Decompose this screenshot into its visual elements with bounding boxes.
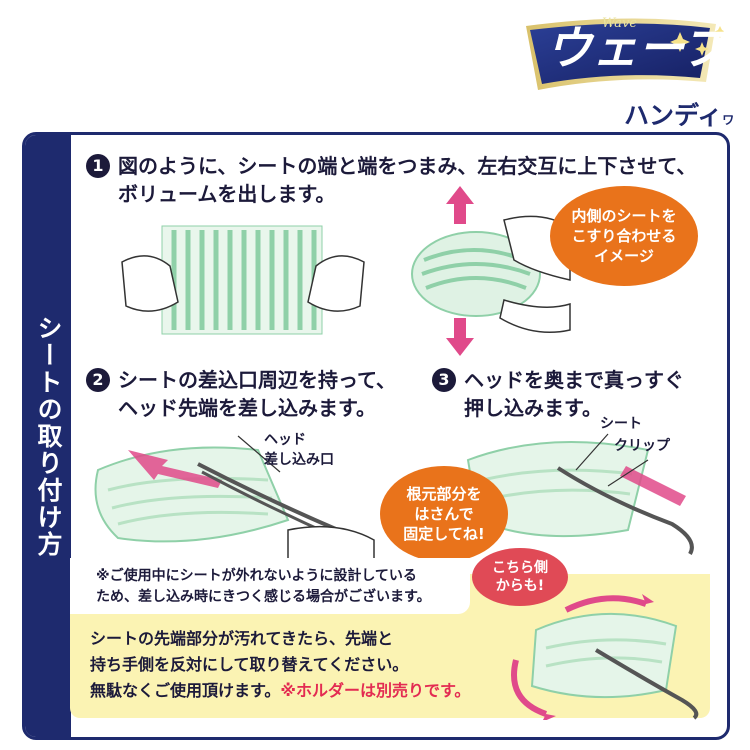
step-3-text-1: ヘッドを奥まで真っすぐ — [464, 368, 684, 392]
push-head-illustration — [466, 433, 694, 555]
usage-note-line-2: ため、差し込み時にきつく感じる場合がございます。 — [96, 589, 431, 605]
brand-logo: Wave ウェーブ ハンディワイパー — [520, 12, 740, 158]
reverse-sheet-illustration — [511, 594, 699, 720]
clip-tip-bubble: 根元部分を はさんで 固定してね! — [380, 466, 508, 562]
step-1: 1 図のように、シートの端と端をつまみ、左右交互に上下させて、 ボリュームを出しま… — [86, 152, 696, 208]
step-2: 2 シートの差込口周辺を持って、 ヘッド先端を差し込みます。 — [86, 366, 396, 422]
step-3-line-1: 3 ヘッドを奥まで真っすぐ — [432, 366, 684, 394]
step-3-number: 3 — [432, 368, 456, 392]
clip-label: クリップ — [614, 438, 670, 454]
logo-wave-text: Wave — [602, 16, 638, 31]
other-side-line-2: からも! — [495, 578, 545, 594]
holder-warning: ※ホルダーは別売りです。 — [280, 681, 471, 700]
logo-brand-name: ウェーブ — [546, 21, 728, 75]
sheet-held-illustration — [121, 225, 365, 335]
note-background — [70, 558, 470, 614]
tip-text: シートの先端部分が汚れてきたら、先端と 持ち手側を反対にして取り替えてください。… — [90, 626, 470, 704]
step-2-line-1: 2 シートの差込口周辺を持って、 — [86, 366, 396, 394]
step-3-line-2: 押し込みます。 — [464, 396, 602, 420]
clip-tip-line-3: 固定してね! — [403, 525, 485, 543]
tip-line-1: シートの先端部分が汚れてきたら、先端と — [90, 629, 394, 648]
usage-note: ※ご使用中にシートが外れないように設計している ため、差し込み時にきつく感じる場… — [96, 566, 431, 608]
other-side-line-1: こちら側 — [492, 560, 548, 576]
clip-tip-line-2: はさんで — [414, 505, 474, 523]
rub-tip-line-3: イメージ — [594, 247, 654, 265]
logo-banner-shape — [526, 18, 726, 90]
step-1-line-1: 1 図のように、シートの端と端をつまみ、左右交互に上下させて、 — [86, 152, 696, 180]
logo-product-main: ハンディ — [624, 101, 723, 130]
side-title: シートの取り付け方 — [34, 315, 63, 558]
usage-note-line-1: ※ご使用中にシートが外れないように設計している — [96, 568, 417, 584]
rub-tip-bubble: 内側のシートを こすり合わせる イメージ — [550, 186, 698, 286]
rub-tip-line-2: こすり合わせる — [571, 227, 677, 245]
step-2-text-1: シートの差込口周辺を持って、 — [118, 368, 396, 392]
step-2-line-2: ヘッド先端を差し込みます。 — [118, 396, 376, 420]
head-insert-label-1: ヘッド — [264, 432, 306, 448]
insert-head-illustration — [94, 435, 375, 560]
step-1-line-2: ボリュームを出します。 — [118, 182, 336, 206]
tip-line-3: 無駄なくご使用頂けます。※ホルダーは別売りです。 — [90, 678, 470, 704]
head-insert-label: ヘッド 差し込み口 — [264, 430, 334, 470]
step-3: 3 ヘッドを奥まで真っすぐ 押し込みます。 — [432, 366, 684, 422]
head-insert-label-2: 差し込み口 — [264, 452, 334, 468]
tip-line-3-normal: 無駄なくご使用頂けます。 — [90, 681, 281, 700]
tip-line-2: 持ち手側を反対にして取り替えてください。 — [90, 655, 409, 674]
step-1-number: 1 — [86, 154, 110, 178]
rub-tip-line-1: 内側のシートを — [571, 207, 677, 225]
sheet-rubbing-illustration — [411, 186, 571, 356]
side-band — [25, 135, 71, 737]
step-1-text-1: 図のように、シートの端と端をつまみ、左右交互に上下させて、 — [118, 154, 697, 178]
sheet-label: シート — [600, 416, 642, 432]
clip-tip-line-1: 根元部分を — [406, 485, 482, 503]
step-2-number: 2 — [86, 368, 110, 392]
other-side-bubble: こちら側 からも! — [472, 548, 568, 606]
